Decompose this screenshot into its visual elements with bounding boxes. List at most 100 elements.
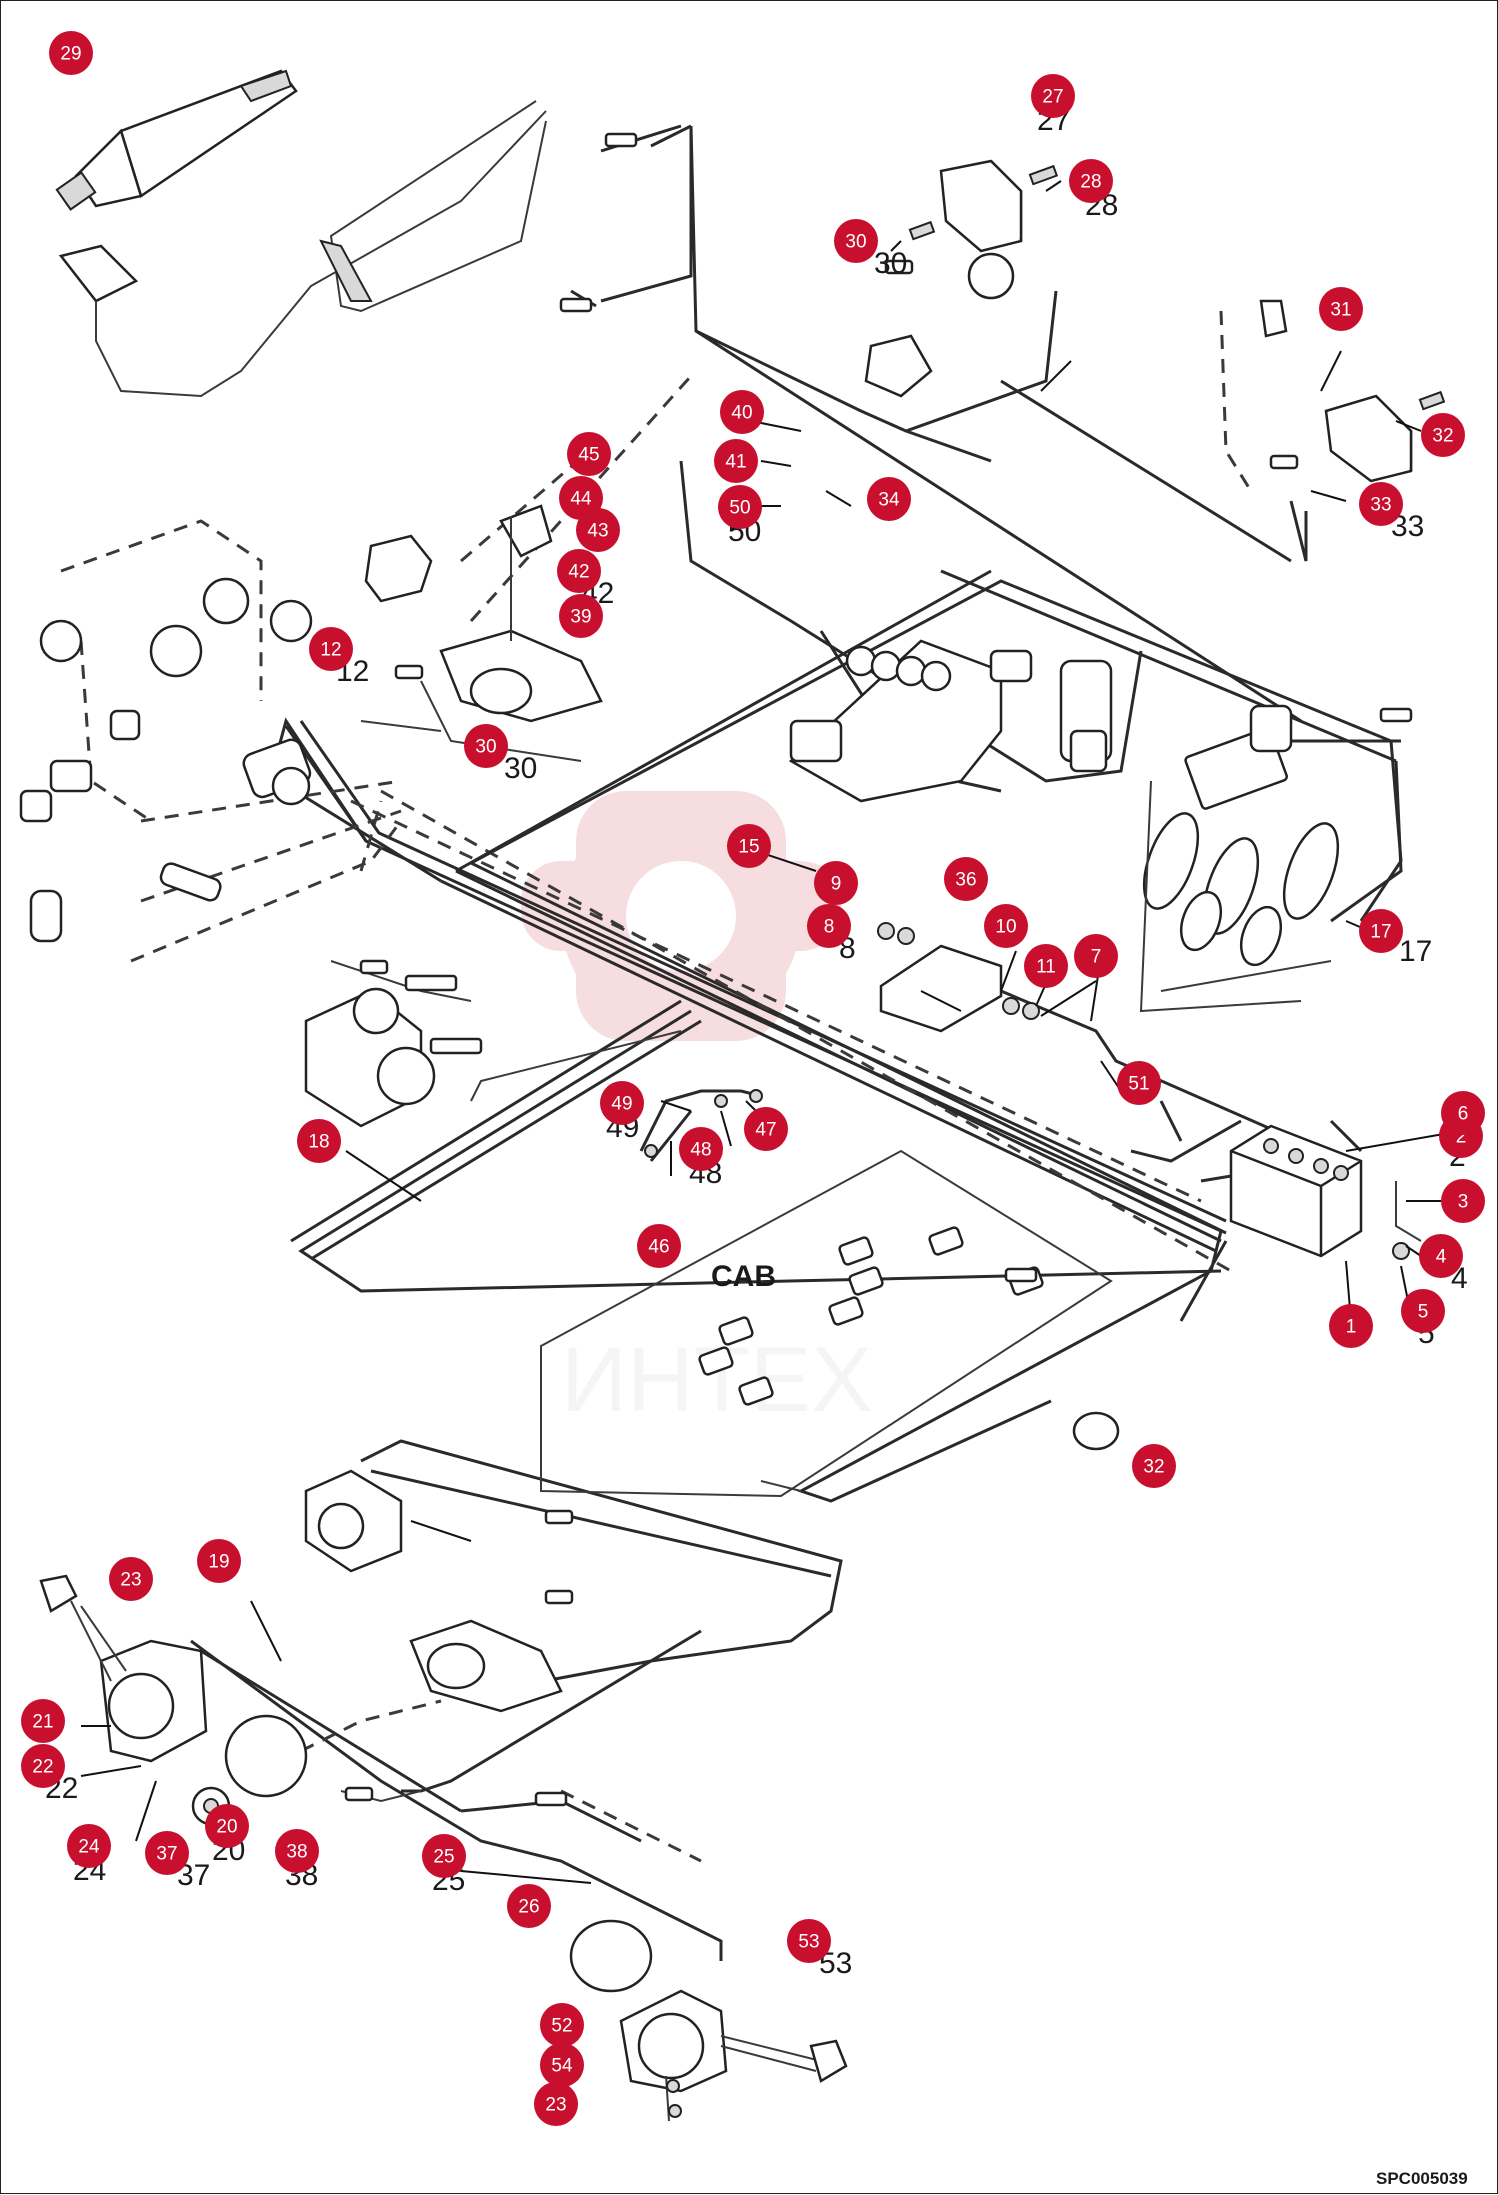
callout-circle — [540, 2003, 584, 2047]
callout-number: 26 — [518, 1897, 539, 1918]
callout-number: 54 — [551, 2056, 573, 2077]
valve-bank — [1139, 704, 1340, 1013]
callout-number: 21 — [32, 1712, 53, 1733]
callout-number: 38 — [286, 1842, 307, 1863]
callout-circle — [944, 857, 988, 901]
callout-number: 20 — [216, 1817, 237, 1838]
callout-circle — [567, 432, 611, 476]
callout-number: 33 — [1370, 495, 1391, 516]
callout-number: 37 — [156, 1844, 177, 1865]
grease-tube-part — [55, 69, 298, 211]
callout-circle — [540, 2043, 584, 2087]
callout-circle — [834, 219, 878, 263]
callout-number: 10 — [995, 917, 1016, 938]
callout-circle — [49, 31, 93, 75]
callout-circle — [1419, 1234, 1463, 1278]
reference-number-30: 30 — [504, 752, 537, 785]
callout-12: 12 — [309, 627, 353, 671]
callout-number: 22 — [32, 1757, 53, 1778]
callout-circle — [559, 476, 603, 520]
callout-number: 6 — [1458, 1104, 1469, 1125]
callout-number: 41 — [725, 452, 746, 473]
callout-37: 37 — [145, 1831, 189, 1875]
callout-30: 30 — [834, 219, 878, 263]
callout-circle — [109, 1557, 153, 1601]
callout-19: 19 — [197, 1539, 241, 1583]
callout-number: 53 — [798, 1932, 819, 1953]
callout-number: 34 — [878, 490, 900, 511]
callout-number: 28 — [1080, 172, 1101, 193]
callout-circle — [1319, 287, 1363, 331]
callout-33: 33 — [1359, 482, 1403, 526]
callout-30: 30 — [464, 724, 508, 768]
callout-circle — [1074, 934, 1118, 978]
left-sensor-cluster — [19, 577, 313, 943]
callout-circle — [1421, 413, 1465, 457]
reference-number-30: 30 — [874, 247, 907, 280]
callout-number: 5 — [1418, 1302, 1429, 1323]
callout-number: 23 — [545, 2095, 566, 2116]
callout-11: 11 — [1024, 944, 1068, 988]
callout-circle — [464, 724, 508, 768]
callout-31: 31 — [1319, 287, 1363, 331]
callout-number: 4 — [1436, 1247, 1447, 1268]
callout-26: 26 — [507, 1884, 551, 1928]
callout-50: 50 — [718, 485, 762, 529]
relay-box-33 — [1259, 299, 1446, 483]
callout-circle — [1069, 159, 1113, 203]
callout-circle — [67, 1824, 111, 1868]
callout-17: 17 — [1359, 909, 1403, 953]
callout-circle — [1401, 1289, 1445, 1333]
callout-44: 44 — [559, 476, 603, 520]
callout-circle — [1441, 1091, 1485, 1135]
callout-circle — [1359, 482, 1403, 526]
callout-circle — [718, 485, 762, 529]
watermark-text: ИНТЕХ — [561, 1329, 873, 1431]
callout-36: 36 — [944, 857, 988, 901]
callout-number: 40 — [731, 403, 752, 424]
callout-circle — [814, 861, 858, 905]
callout-18: 18 — [297, 1119, 341, 1163]
callout-number: 52 — [551, 2016, 572, 2037]
callout-25: 25 — [422, 1834, 466, 1878]
callout-circle — [807, 904, 851, 948]
callout-45: 45 — [567, 432, 611, 476]
callout-20: 20 — [205, 1804, 249, 1848]
callout-circle — [297, 1119, 341, 1163]
callout-circle — [1329, 1304, 1373, 1348]
callout-53: 53 — [787, 1919, 831, 1963]
callout-number: 39 — [570, 607, 591, 628]
callout-number: 48 — [690, 1140, 711, 1161]
callout-number: 3 — [1458, 1192, 1469, 1213]
callout-number: 7 — [1091, 947, 1102, 968]
callout-number: 42 — [568, 562, 589, 583]
callout-number: 24 — [78, 1837, 100, 1858]
callout-number: 32 — [1432, 426, 1453, 447]
callout-number: 17 — [1370, 922, 1391, 943]
callout-circle — [1359, 909, 1403, 953]
callout-circle — [720, 390, 764, 434]
callout-32: 32 — [1421, 413, 1465, 457]
reference-number-17: 17 — [1399, 935, 1432, 968]
callout-circle — [600, 1081, 644, 1125]
callout-circle — [984, 904, 1028, 948]
callout-number: 18 — [308, 1132, 329, 1153]
callout-54: 54 — [540, 2043, 584, 2087]
callout-number: 36 — [955, 870, 976, 891]
callout-27: 27 — [1031, 74, 1075, 118]
callout-number: 1 — [1346, 1317, 1357, 1338]
callout-circle — [507, 1884, 551, 1928]
callout-circle — [787, 1919, 831, 1963]
callout-number: 30 — [475, 737, 496, 758]
callout-49: 49 — [600, 1081, 644, 1125]
callout-circle — [1117, 1061, 1161, 1105]
callout-circle — [1031, 74, 1075, 118]
callout-23: 23 — [534, 2082, 578, 2126]
callout-28: 28 — [1069, 159, 1113, 203]
callout-circle — [275, 1829, 319, 1873]
callout-circle — [1024, 944, 1068, 988]
callout-number: 50 — [729, 498, 750, 519]
callout-46: 46 — [637, 1224, 681, 1268]
reference-numbers: 2458121720222425272830333037384248495053 — [45, 104, 1468, 1980]
callout-41: 41 — [714, 439, 758, 483]
